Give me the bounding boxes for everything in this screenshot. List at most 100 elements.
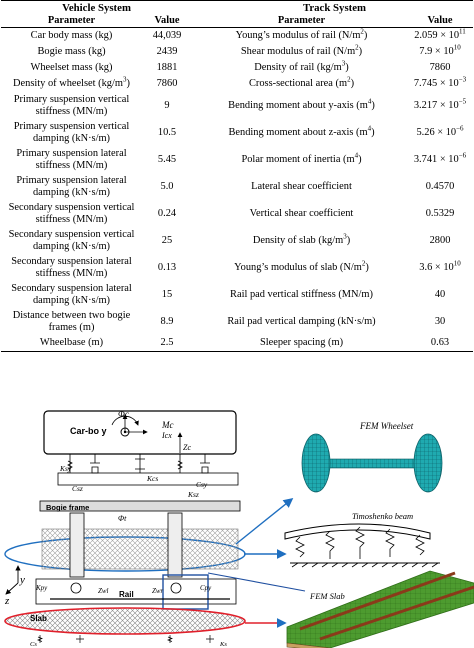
vehicle-parameter-cell: Distance between two bogie frames (m) bbox=[12, 309, 131, 333]
vehicle-value-cell: 5.0 bbox=[160, 180, 174, 192]
vehicle-parameter-cell: Primary suspension vertical stiffness (M… bbox=[13, 93, 130, 117]
car-body-label: Car-bo y bbox=[70, 426, 107, 436]
vehicle-value-cell: 0.13 bbox=[157, 261, 177, 273]
track-parameter-cell: Bending moment about z-axis (m4) bbox=[228, 124, 375, 138]
vehicle-parameter-cell: Primary suspension vertical damping (kN·… bbox=[13, 120, 130, 144]
bogie-frame: Bogie frame Φt bbox=[4, 500, 246, 578]
track-value-cell: 0.4570 bbox=[425, 180, 455, 192]
vehicle-value-cell: 7860 bbox=[156, 78, 178, 89]
table-row: Secondary suspension lateral damping (kN… bbox=[1, 281, 473, 308]
table-row: Secondary suspension vertical stiffness … bbox=[1, 200, 473, 227]
table-row: Primary suspension vertical stiffness (M… bbox=[1, 92, 473, 119]
track-value-cell: 7860 bbox=[429, 62, 451, 73]
icx-label: Icx bbox=[161, 431, 172, 440]
table-row: Primary suspension vertical damping (kN·… bbox=[1, 119, 473, 146]
timoshenko-beam-label: Timoshenko beam bbox=[352, 511, 413, 521]
csz-label: Csz bbox=[72, 484, 83, 493]
bogie-frame-label: Bogie frame bbox=[46, 503, 89, 512]
track-parameter-cell: Sleeper spacing (m) bbox=[196, 335, 407, 352]
vehicle-parameter-cell: Density of wheelset (kg/m3) bbox=[13, 76, 130, 89]
fem-wheelset-label: FEM Wheelset bbox=[359, 421, 414, 431]
track-parameter-cell: Vertical shear coefficient bbox=[249, 207, 354, 219]
track-value-cell: 5.26 × 10−6 bbox=[416, 124, 464, 138]
column-header-row: Parameter Value Parameter Value bbox=[1, 14, 474, 28]
cs-label: Cs bbox=[30, 641, 37, 648]
vehicle-value-cell: 1881 bbox=[156, 62, 178, 73]
table-row: Density of wheelset (kg/m3) 7860 Cross-sec… bbox=[1, 76, 473, 92]
track-parameter-cell: Cross-sectional area (m2) bbox=[248, 76, 355, 89]
vehicle-value-cell: 9 bbox=[164, 99, 170, 111]
ks-label: Ks bbox=[219, 641, 227, 648]
track-parameter-cell: Rail pad vertical damping (kN·s/m) bbox=[227, 315, 376, 327]
track-system-title: Track System bbox=[196, 0, 474, 14]
vehicle-value-cell: 44,039 bbox=[152, 30, 182, 41]
track-value-cell: 2800 bbox=[429, 234, 451, 246]
vehicle-system-title: Vehicle System bbox=[1, 0, 192, 14]
parameter-table: Vehicle System Track System Parameter Va… bbox=[1, 0, 474, 352]
system-title-row: Vehicle System Track System bbox=[1, 0, 474, 14]
vehicle-value-cell: 2439 bbox=[156, 46, 178, 57]
track-parameter-cell: Young’s modulus of rail (N/m2) bbox=[235, 27, 368, 41]
slab-label: Slab bbox=[30, 614, 47, 623]
vehicle-value-cell: 2.5 bbox=[142, 335, 192, 352]
fem-slab: FEM Slab bbox=[286, 570, 474, 648]
fem-wheelset: FEM Wheelset bbox=[301, 421, 443, 493]
track-parameter-cell: Density of rail (kg/m3) bbox=[254, 60, 349, 73]
rail-label: Rail bbox=[119, 590, 134, 599]
connector-arrows bbox=[207, 497, 306, 628]
track-value-cell: 3.741 × 10−6 bbox=[413, 151, 467, 165]
table-row: Primary suspension lateral stiffness (MN… bbox=[1, 146, 473, 173]
kcs-label: Kcs bbox=[146, 474, 158, 483]
table-row: Primary suspension lateral damping (kN·s… bbox=[1, 173, 473, 200]
track-value-cell: 40 bbox=[434, 288, 446, 300]
vehicle-value-header: Value bbox=[142, 14, 192, 28]
zc-label: Zc bbox=[183, 443, 191, 452]
vehicle-value-cell: 10.5 bbox=[157, 126, 177, 138]
table-row: Secondary suspension lateral stiffness (… bbox=[1, 254, 473, 281]
axes: y z bbox=[4, 565, 25, 607]
vehicle-parameter-cell: Car body mass (kg) bbox=[30, 30, 113, 41]
vehicle-track-model-figure: Car-bo y Φc Mc Icx Zc Ksy Csz Kcs Csy Ks… bbox=[4, 409, 474, 648]
vehicle-value-cell: 8.9 bbox=[160, 315, 174, 327]
mc-label: Mc bbox=[161, 420, 174, 430]
track-parameter-cell: Density of slab (kg/m3) bbox=[252, 232, 351, 246]
parameter-table-body: Car body mass (kg) 44,039 Young’s modulus … bbox=[1, 27, 474, 352]
table-row: Secondary suspension vertical damping (k… bbox=[1, 227, 473, 254]
track-parameter-header: Parameter bbox=[196, 14, 407, 28]
vehicle-parameter-cell: Wheelbase (m) bbox=[1, 335, 142, 352]
vehicle-value-cell: 25 bbox=[161, 234, 173, 246]
ksz-label: Ksz bbox=[187, 490, 199, 499]
track-value-cell: 3.6 × 1010 bbox=[419, 259, 461, 273]
csy-label: Csy bbox=[196, 480, 208, 489]
cpy-label: Cpy bbox=[200, 584, 212, 592]
vehicle-parameter-cell: Primary suspension lateral damping (kN·s… bbox=[16, 174, 127, 198]
phi-t-label: Φt bbox=[118, 514, 127, 523]
table-row: Distance between two bogie frames (m) 8.9… bbox=[1, 308, 473, 335]
fem-slab-label: FEM Slab bbox=[309, 591, 345, 601]
track-parameter-cell: Lateral shear coefficient bbox=[251, 180, 352, 192]
track-value-cell: 7.9 × 1010 bbox=[419, 44, 461, 57]
secondary-suspension: Ksy Csz Kcs Csy Ksz bbox=[57, 454, 239, 499]
track-value-cell: 30 bbox=[434, 315, 446, 327]
vehicle-value-cell: 5.45 bbox=[157, 153, 177, 165]
car-body: Car-bo y Φc Mc Icx Zc bbox=[43, 409, 237, 455]
timoshenko-beam: Timoshenko beam bbox=[284, 511, 440, 568]
vehicle-parameter-cell: Secondary suspension vertical stiffness … bbox=[8, 201, 135, 225]
rail-wheel-region: Rail Zwl Zwr Kpy Cpy bbox=[35, 574, 237, 610]
track-value-cell: 2.059 × 1011 bbox=[414, 27, 466, 41]
kpy-label: Kpy bbox=[35, 584, 48, 592]
vehicle-parameter-cell: Secondary suspension lateral damping (kN… bbox=[11, 282, 132, 306]
track-parameter-cell: Shear modulus of rail (N/m2) bbox=[240, 44, 363, 57]
axis-z-label: z bbox=[4, 595, 10, 607]
track-value-cell: 0.63 bbox=[407, 335, 474, 352]
vehicle-parameter-cell: Secondary suspension lateral stiffness (… bbox=[11, 255, 132, 279]
track-value-header: Value bbox=[407, 14, 474, 28]
track-value-cell: 7.745 × 10−3 bbox=[413, 76, 467, 89]
track-parameter-cell: Rail pad vertical stiffness (MN/m) bbox=[230, 288, 373, 300]
zwl-label: Zwl bbox=[98, 587, 109, 595]
vehicle-parameter-cell: Secondary suspension vertical damping (k… bbox=[8, 228, 135, 252]
zwr-label: Zwr bbox=[152, 587, 164, 595]
